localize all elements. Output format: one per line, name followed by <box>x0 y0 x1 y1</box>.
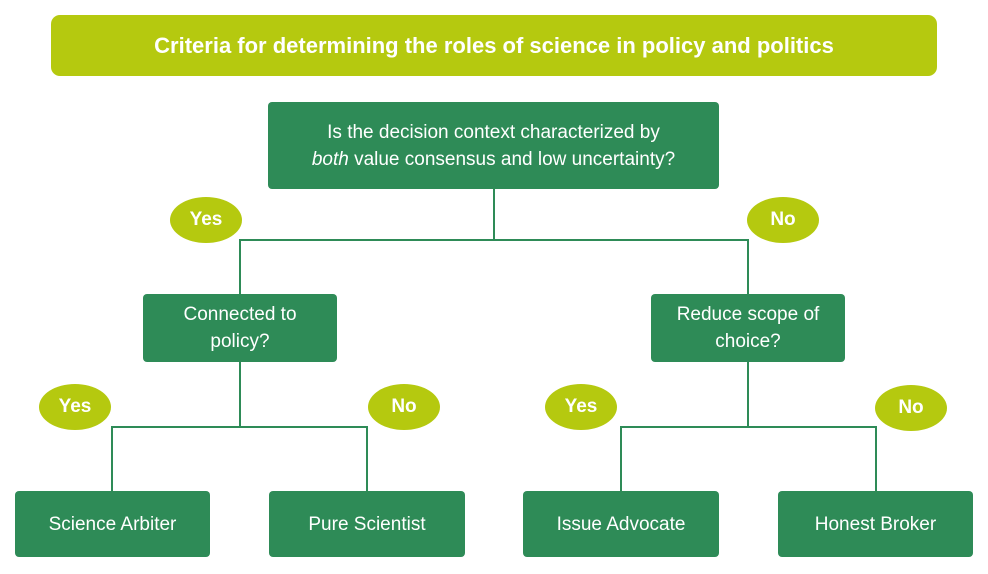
pure-scientist-box: Pure Scientist <box>269 491 465 557</box>
honest-broker-box: Honest Broker <box>778 491 973 557</box>
scope-no-label: No <box>875 385 947 431</box>
policy-no-label: No <box>368 384 440 430</box>
root-yes-label: Yes <box>170 197 242 243</box>
root-question-line2: value consensus and low uncertainty? <box>348 148 676 170</box>
root-question-text: Is the decision context characterized by… <box>312 119 675 173</box>
policy-yes-label: Yes <box>39 384 111 430</box>
pure-scientist-text: Pure Scientist <box>308 513 426 535</box>
connected-to-policy-text: Connected to policy? <box>183 301 296 355</box>
root-no-text: No <box>770 209 796 230</box>
science-arbiter-text: Science Arbiter <box>48 513 177 535</box>
diagram-title: Criteria for determining the roles of sc… <box>51 15 937 76</box>
policy-no-text: No <box>391 396 417 417</box>
diagram-title-text: Criteria for determining the roles of sc… <box>154 32 834 58</box>
policy-yes-text: Yes <box>58 396 92 417</box>
scope-yes-label: Yes <box>545 384 617 430</box>
connected-to-policy-line1: Connected to <box>183 304 297 325</box>
honest-broker-text: Honest Broker <box>814 513 937 535</box>
reduce-scope-text: Reduce scope of choice? <box>677 301 820 355</box>
root-yes-text: Yes <box>189 209 223 230</box>
root-question-box: Is the decision context characterized by… <box>268 102 719 189</box>
scope-yes-text: Yes <box>564 396 598 417</box>
root-no-label: No <box>747 197 819 243</box>
root-question-emphasis: both <box>311 148 349 170</box>
root-question-line1: Is the decision context characterized by <box>327 121 660 143</box>
science-arbiter-box: Science Arbiter <box>15 491 210 557</box>
reduce-scope-box: Reduce scope of choice? <box>651 294 845 362</box>
connected-to-policy-line2: policy? <box>210 331 270 352</box>
reduce-scope-line1: Reduce scope of <box>676 304 820 325</box>
reduce-scope-line2: choice? <box>715 331 781 352</box>
issue-advocate-box: Issue Advocate <box>523 491 719 557</box>
connected-to-policy-box: Connected to policy? <box>143 294 337 362</box>
issue-advocate-text: Issue Advocate <box>556 513 686 535</box>
scope-no-text: No <box>898 397 924 418</box>
